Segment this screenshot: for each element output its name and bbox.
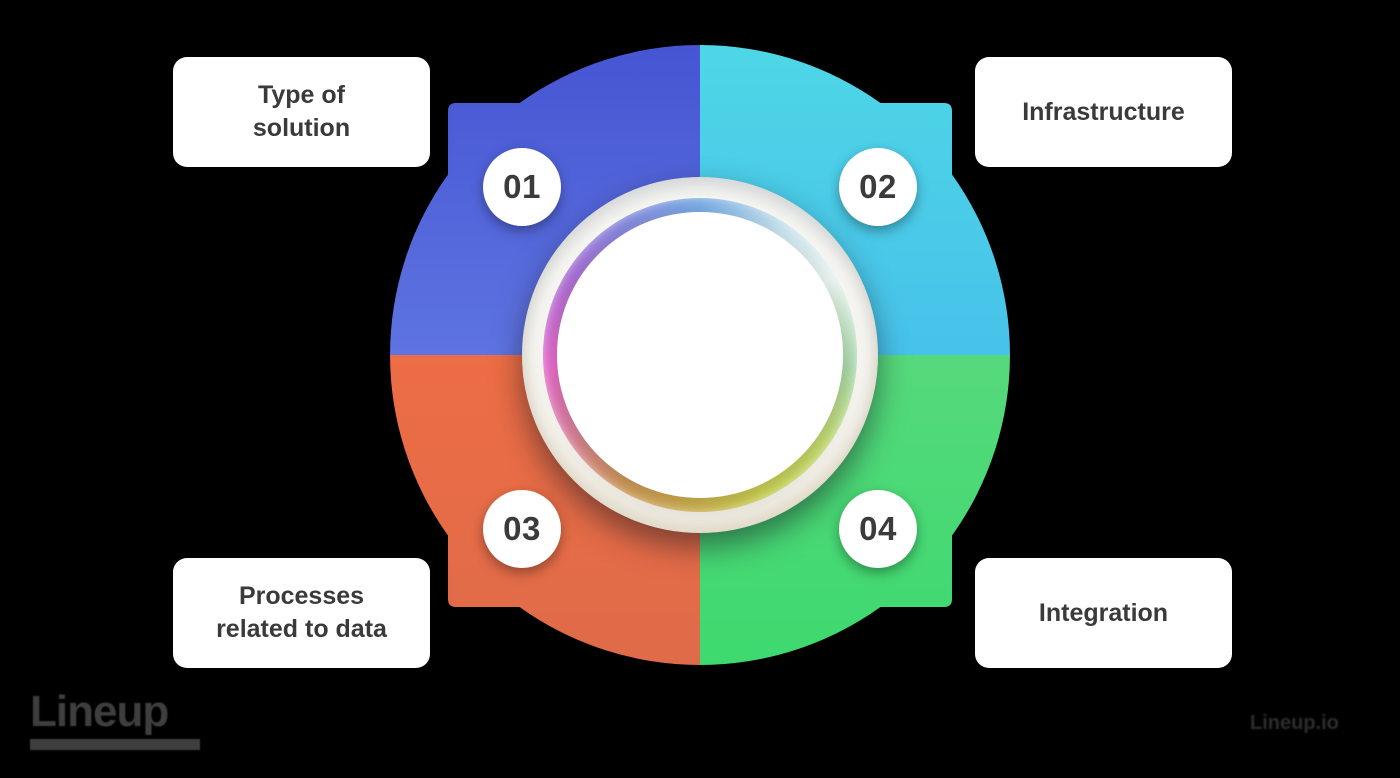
step-02-label-card: Infrastructure — [975, 57, 1232, 167]
step-04-label: Integration — [1038, 598, 1169, 627]
brand-logo: Lineup — [30, 690, 200, 750]
step-02-badge: 02 — [839, 148, 917, 226]
step-03-label-card: Processes related to data — [173, 558, 430, 668]
step-02-label: Infrastructure — [1022, 97, 1185, 126]
step-04-number: 04 — [859, 510, 897, 547]
watermark-url: Lineup.io — [1250, 712, 1339, 734]
step-01-number: 01 — [503, 168, 541, 205]
step-03-badge: 03 — [483, 490, 561, 568]
brand-logo-underline — [30, 739, 200, 750]
step-04-label-card: Integration — [975, 558, 1232, 668]
brand-logo-text: Lineup — [30, 687, 169, 736]
step-01-badge: 01 — [483, 148, 561, 226]
hub-center-circle — [557, 212, 843, 498]
step-03-number: 03 — [503, 510, 541, 547]
step-01-label: Type of solution — [252, 81, 351, 142]
step-03-label: Processes related to data — [216, 582, 387, 643]
step-02-number: 02 — [859, 168, 897, 205]
step-01-label-card: Type of solution — [173, 57, 430, 167]
step-04-badge: 04 — [839, 490, 917, 568]
